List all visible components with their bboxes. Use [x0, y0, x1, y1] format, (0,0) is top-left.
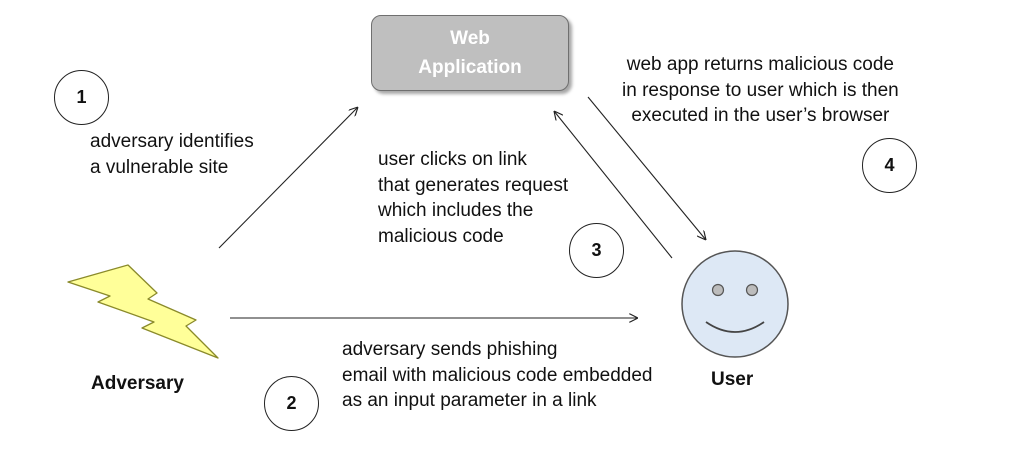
step-1-description: adversary identifies a vulnerable site [90, 131, 254, 178]
step-2-description: adversary sends phishing email with mali… [342, 339, 653, 411]
step-3-badge: 3 [569, 223, 624, 278]
step-4-description: web app returns malicious code in respon… [622, 54, 899, 126]
web-app-label-line1: Web [450, 28, 490, 49]
user-face-icon [681, 250, 789, 358]
arrow-adversary-to-webapp [218, 107, 358, 249]
web-app-label-line2: Application [418, 57, 522, 78]
arrow-webapp-to-user [587, 96, 706, 240]
step-4-badge: 4 [862, 138, 917, 193]
user-label: User [711, 369, 754, 390]
adversary-label: Adversary [91, 373, 184, 394]
step-2-badge: 2 [264, 376, 319, 431]
web-application-box: Web Application [371, 15, 569, 91]
arrow-user-to-webapp [554, 111, 673, 259]
lightning-icon [67, 264, 219, 359]
step-3-description: user clicks on link that generates reque… [378, 149, 569, 247]
step-1-badge: 1 [54, 70, 109, 125]
